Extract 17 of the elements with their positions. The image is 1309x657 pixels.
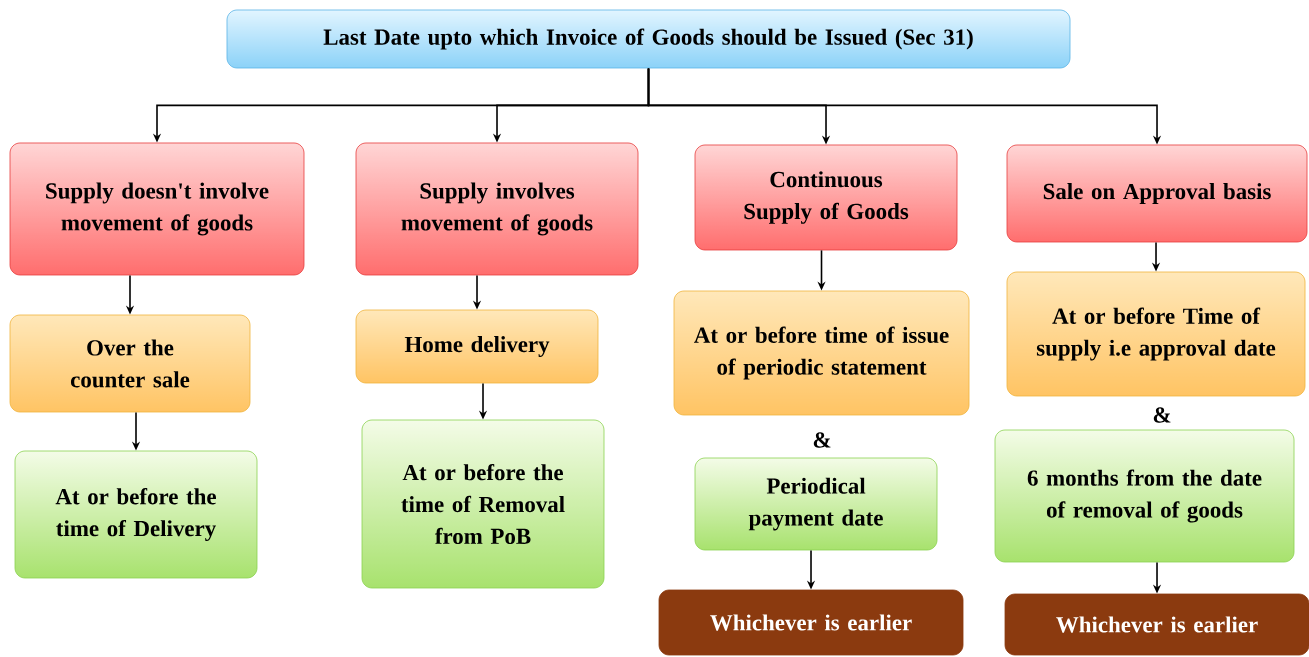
ampersand-label: & xyxy=(1153,407,1171,423)
time-limit-box: Periodical payment date xyxy=(694,457,938,551)
time-limit-box: At or before the time of Removal from PoB xyxy=(361,419,605,589)
condition-box: Home delivery xyxy=(355,309,599,384)
result-box: Whichever is earlier xyxy=(1004,593,1309,656)
title-box: Last Date upto which Invoice of Goods should be Issued (Sec 31) xyxy=(226,9,1071,69)
condition-box: At or before Time of supply i.e approval date xyxy=(1006,271,1306,397)
condition-box: Over the counter sale xyxy=(9,314,251,413)
category-box: Supply doesn't involve movement of goods xyxy=(9,142,305,276)
result-box: Whichever is earlier xyxy=(658,589,964,656)
time-limit-box: At or before the time of Delivery xyxy=(14,450,258,579)
ampersand-label: & xyxy=(813,432,831,448)
category-box: Sale on Approval basis xyxy=(1006,144,1308,243)
category-box: Supply involves movement of goods xyxy=(355,142,639,276)
time-limit-box: 6 months from the date of removal of goods xyxy=(994,429,1295,563)
condition-box: At or before time of issue of periodic statement xyxy=(673,290,970,416)
category-box: Continuous Supply of Goods xyxy=(694,144,958,251)
